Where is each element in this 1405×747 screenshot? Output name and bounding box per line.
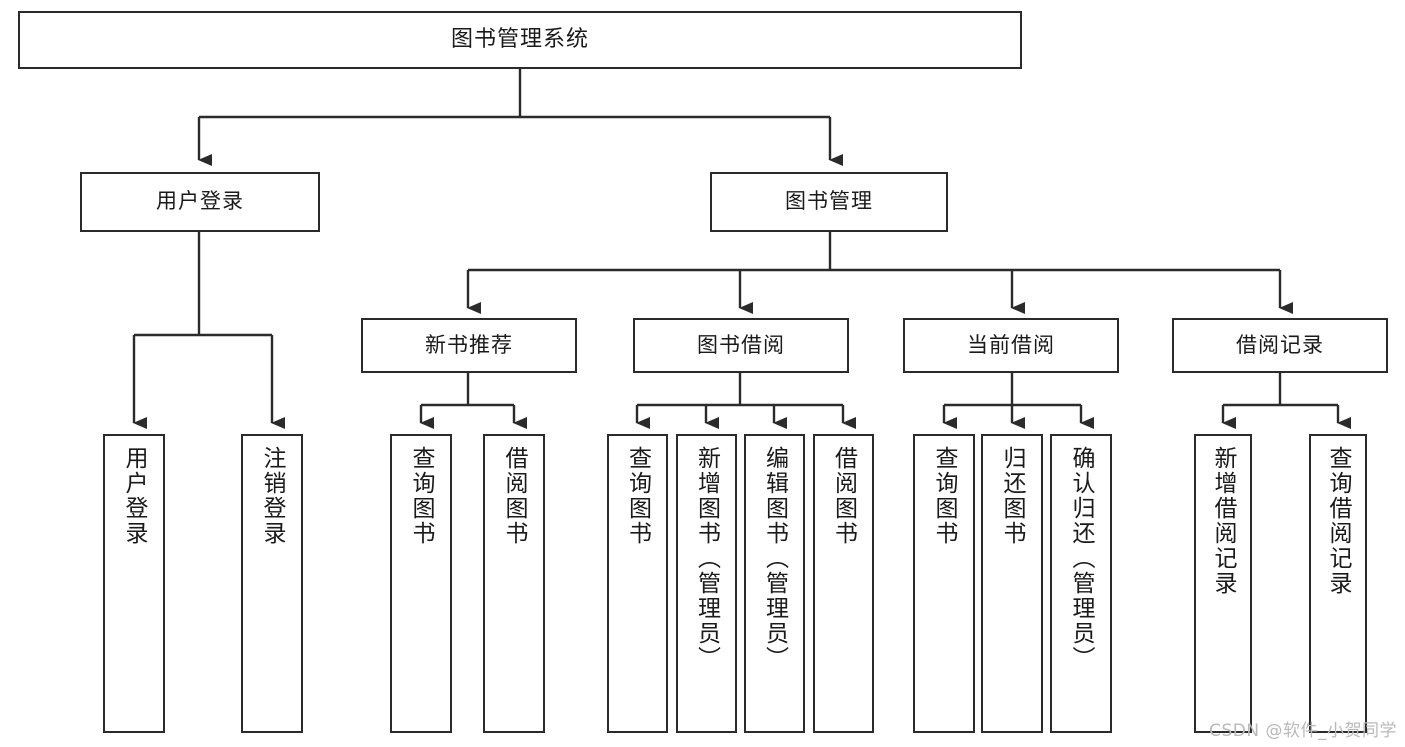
node-current-borrow[interactable]: 当前借阅	[903, 318, 1119, 373]
node-leaf-borrow-book-1[interactable]: 借阅图书	[483, 434, 545, 733]
node-leaf-add-book[interactable]: 新增图书（管理员）	[676, 434, 737, 733]
node-label: 归还图书	[999, 446, 1026, 546]
node-label: 借阅记录	[1236, 332, 1324, 357]
node-label: 查询图书	[931, 446, 958, 546]
node-label: 用户登录	[156, 189, 244, 214]
node-user-login[interactable]: 用户登录	[80, 172, 320, 232]
node-label: 新增图书（管理员）	[693, 446, 720, 671]
node-book-manage[interactable]: 图书管理	[710, 172, 948, 232]
node-label: 借阅图书	[830, 446, 857, 546]
node-leaf-user-login[interactable]: 用户登录	[103, 434, 165, 733]
node-label: 借阅图书	[501, 446, 528, 546]
node-root-book-management-system[interactable]: 图书管理系统	[18, 11, 1022, 69]
node-leaf-query-book-1[interactable]: 查询图书	[390, 434, 452, 733]
node-leaf-query-borrow-record[interactable]: 查询借阅记录	[1309, 434, 1367, 733]
node-label: 图书管理系统	[450, 26, 589, 52]
node-leaf-edit-book[interactable]: 编辑图书（管理员）	[744, 434, 805, 733]
node-label: 查询借阅记录	[1325, 446, 1352, 596]
node-label: 新增借阅记录	[1210, 446, 1237, 596]
node-label: 新书推荐	[425, 332, 513, 357]
node-label: 查询图书	[624, 446, 651, 546]
node-label: 图书管理	[785, 189, 873, 214]
node-book-borrow[interactable]: 图书借阅	[633, 318, 849, 373]
node-label: 注销登录	[259, 446, 286, 546]
node-borrow-record[interactable]: 借阅记录	[1172, 318, 1388, 373]
node-label: 编辑图书（管理员）	[761, 446, 788, 671]
node-leaf-logout-login[interactable]: 注销登录	[241, 434, 303, 733]
node-new-book-recommend[interactable]: 新书推荐	[361, 318, 577, 373]
node-leaf-query-book-2[interactable]: 查询图书	[607, 434, 668, 733]
node-leaf-query-book-3[interactable]: 查询图书	[913, 434, 975, 733]
node-leaf-borrow-book-2[interactable]: 借阅图书	[813, 434, 874, 733]
node-label: 用户登录	[121, 446, 148, 546]
node-label: 查询图书	[408, 446, 435, 546]
node-label: 确认归还（管理员）	[1068, 446, 1095, 671]
node-label: 图书借阅	[697, 332, 785, 357]
node-leaf-confirm-return[interactable]: 确认归还（管理员）	[1050, 434, 1112, 733]
node-label: 当前借阅	[967, 332, 1055, 357]
node-leaf-add-borrow-record[interactable]: 新增借阅记录	[1194, 434, 1252, 733]
node-leaf-return-book[interactable]: 归还图书	[981, 434, 1043, 733]
